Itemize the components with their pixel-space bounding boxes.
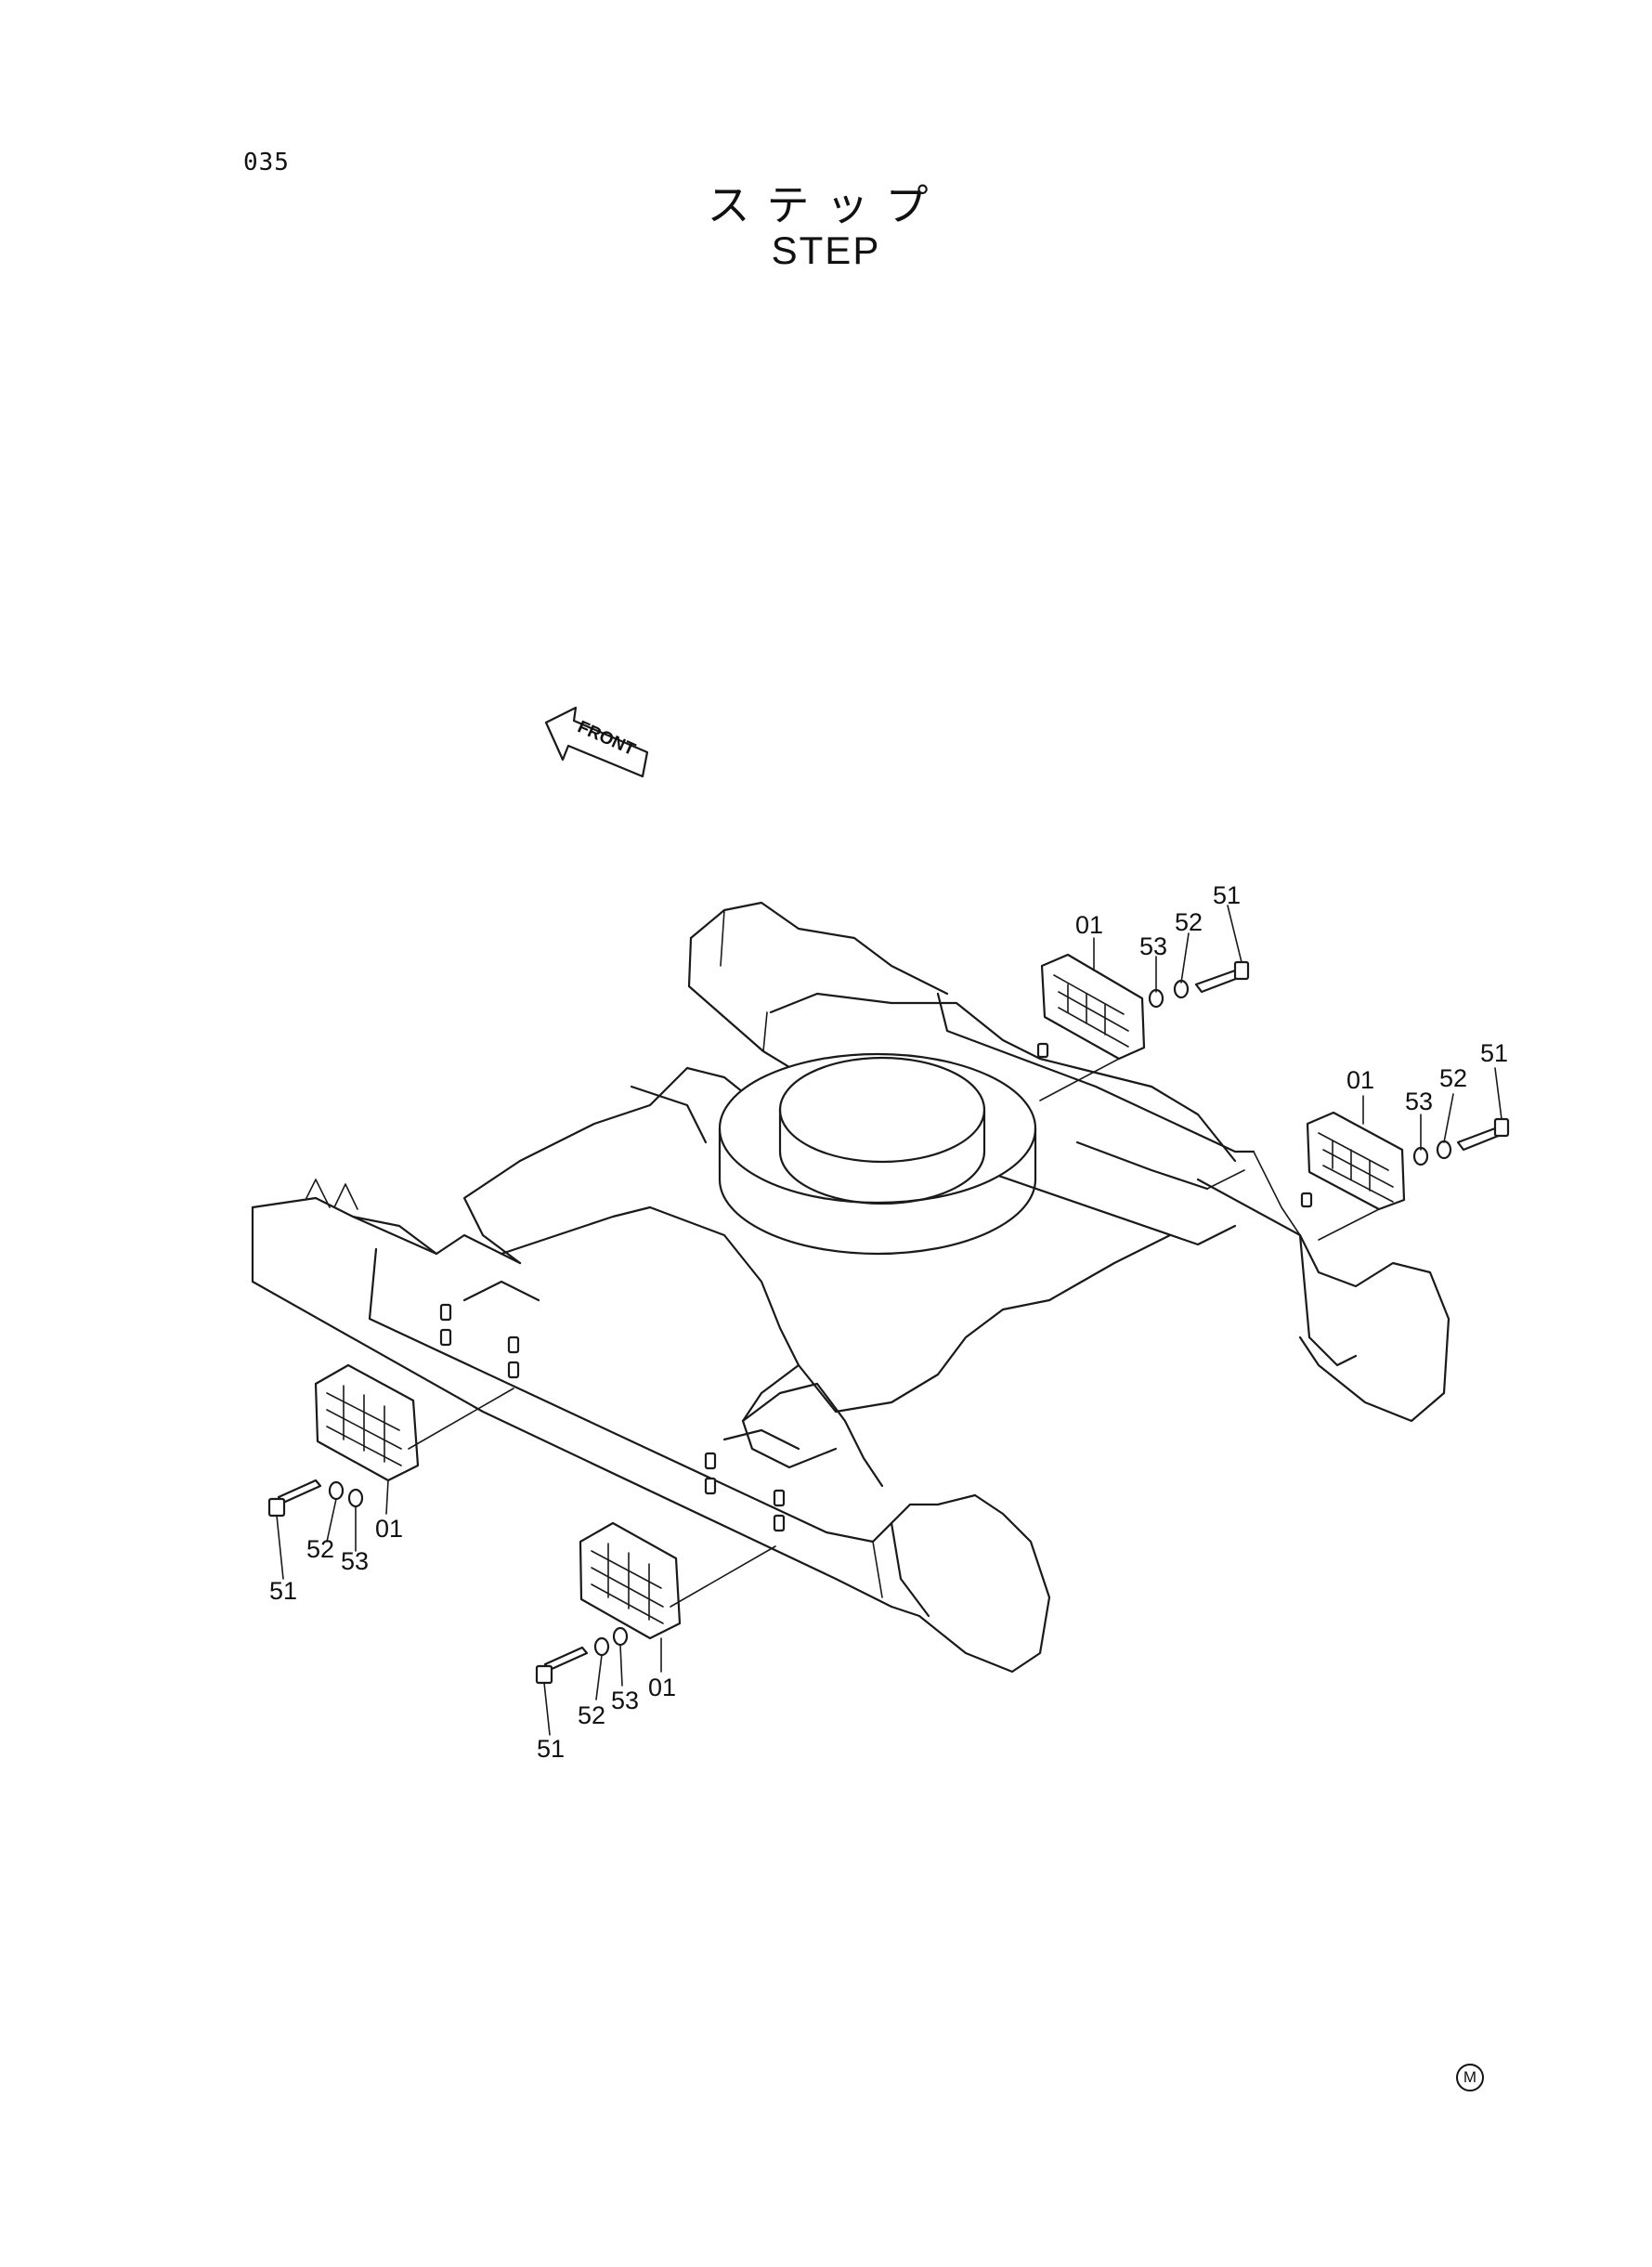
callout-53-lower-a: 53	[341, 1547, 369, 1575]
callout-01-lower-a: 01	[375, 1515, 403, 1543]
callout-01-upper-a: 01	[1075, 911, 1103, 939]
callout-52-upper-b: 52	[1439, 1064, 1467, 1092]
callout-53-upper-a: 53	[1139, 932, 1167, 960]
callout-51-upper-a: 51	[1213, 881, 1241, 909]
callout-53-upper-b: 53	[1405, 1088, 1433, 1115]
step-assembly-lower-left-b: 01 53 52 51	[535, 1521, 776, 1763]
step-assembly-upper-right-a: 01 53 52 51	[1039, 881, 1250, 1101]
callout-52-lower-a: 52	[306, 1535, 334, 1563]
callout-52-lower-b: 52	[578, 1701, 605, 1729]
callout-53-lower-b: 53	[611, 1687, 639, 1714]
page-number: 035	[243, 149, 290, 176]
callout-51-lower-a: 51	[269, 1577, 297, 1605]
front-direction-arrow: FRONT	[544, 706, 649, 778]
callout-01-lower-b: 01	[648, 1674, 676, 1701]
page-title-english: STEP	[771, 228, 881, 272]
step-assembly-lower-left-a: 01 53 52 51	[267, 1363, 514, 1605]
step-assembly-upper-right-b: 01 53 52 51	[1306, 1039, 1510, 1241]
page-title-japanese: ステップ	[707, 180, 945, 230]
callout-01-upper-b: 01	[1346, 1066, 1374, 1094]
callout-51-lower-b: 51	[537, 1735, 565, 1763]
footer-circled-mark: M	[1456, 2064, 1484, 2091]
callout-52-upper-a: 52	[1175, 908, 1203, 936]
track-frame	[251, 901, 1450, 1674]
callout-51-upper-b: 51	[1480, 1039, 1508, 1067]
